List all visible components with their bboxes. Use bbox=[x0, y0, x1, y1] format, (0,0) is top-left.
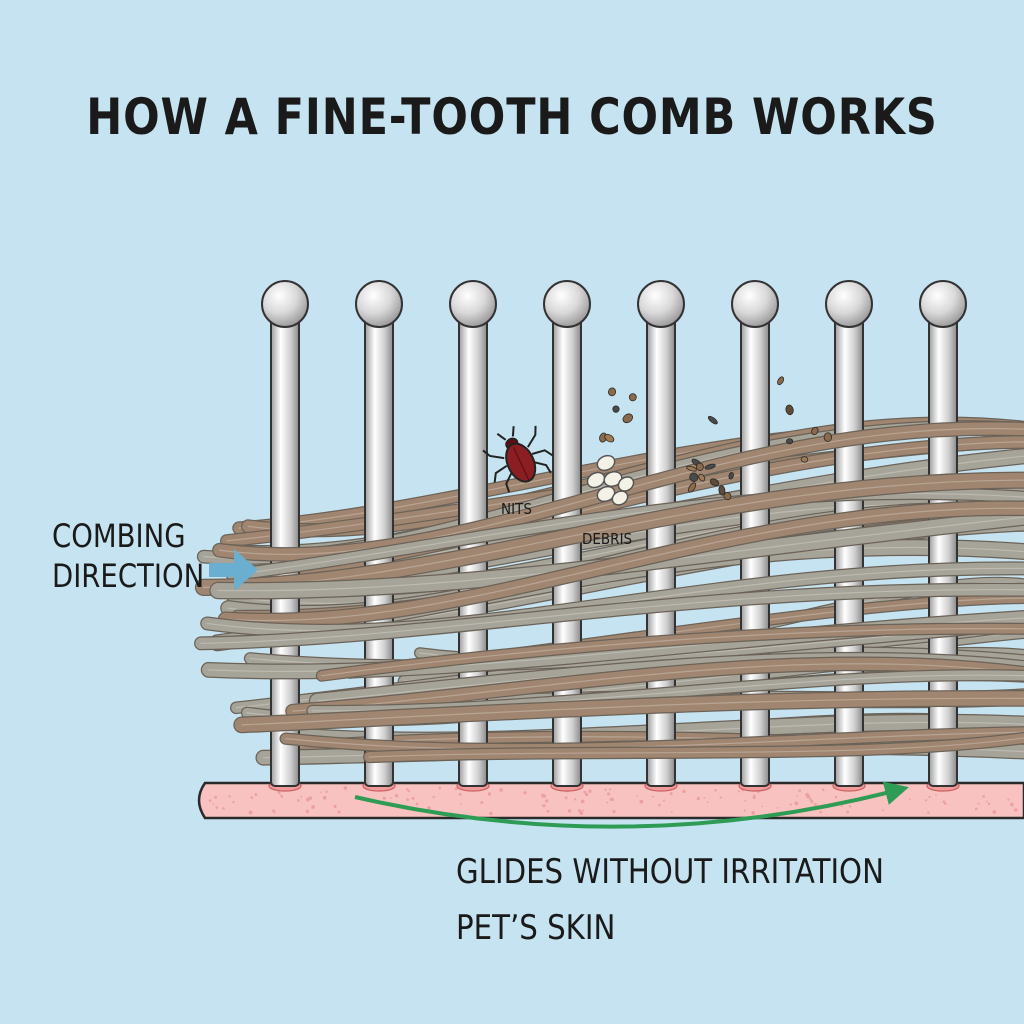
page-title: HOW A FINE-TOOTH COMB WORKS bbox=[86, 88, 938, 146]
combing-direction-line2: DIRECTION bbox=[52, 557, 205, 595]
debris-particles bbox=[599, 376, 833, 501]
combing-direction-line1: COMBING bbox=[52, 517, 186, 555]
debris-label: DEBRIS bbox=[582, 530, 633, 548]
egg-cluster-icon bbox=[586, 454, 635, 506]
right-arrow-icon bbox=[209, 549, 258, 591]
glides-without-irritation-label: GLIDES WITHOUT IRRITATION bbox=[456, 852, 884, 892]
pets-skin-label: PET’S SKIN bbox=[456, 908, 616, 948]
combing-direction-label: COMBING DIRECTION bbox=[52, 516, 204, 596]
glide-arrow bbox=[354, 781, 909, 829]
louse-icon bbox=[482, 425, 554, 493]
nits-label: NITS bbox=[501, 500, 532, 518]
hair-strands-front bbox=[194, 421, 1024, 764]
